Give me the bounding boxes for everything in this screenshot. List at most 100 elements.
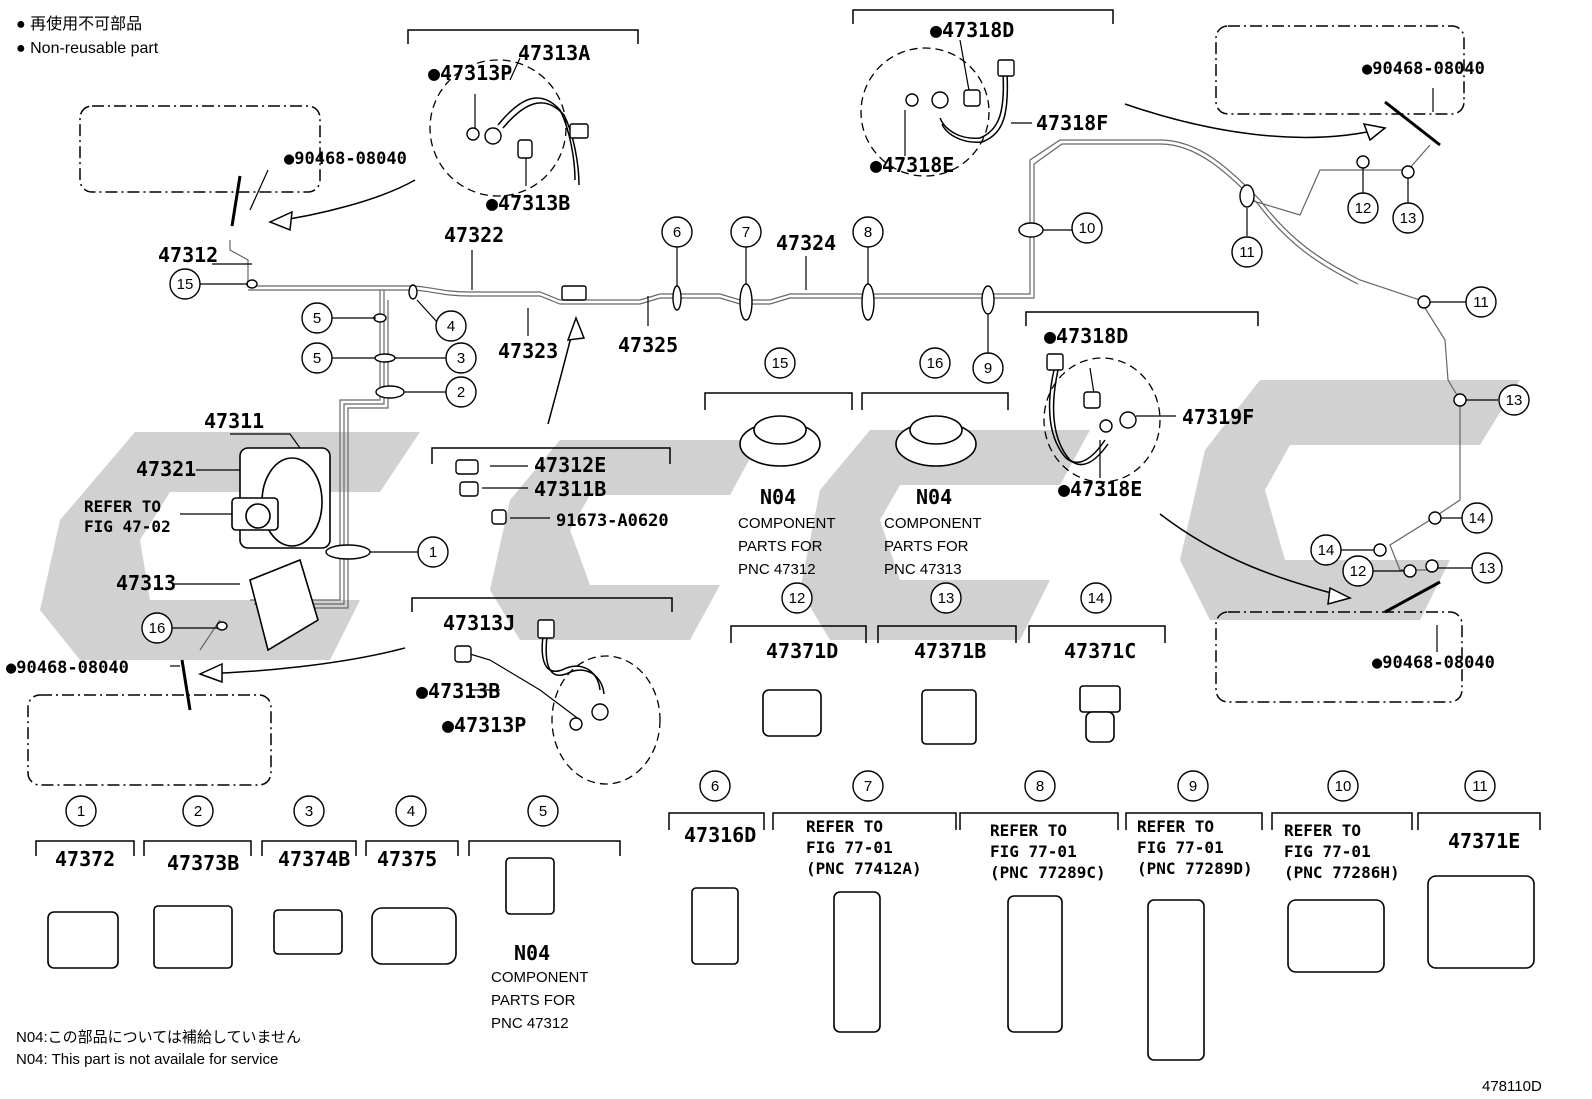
label-90468-topright: ●90468-08040 [1362,59,1485,79]
footer-note-en: N04: This part is not availale for servi… [16,1051,278,1068]
callout-7: 7 [742,224,750,241]
label-47313B-bottom: ●47313B [416,679,500,703]
callout-15: 15 [177,276,194,293]
label-47371B: 47371B [914,639,986,663]
callout-2: 2 [194,803,202,820]
n04-component-47312: COMPONENT [738,515,836,532]
refer-8-line1: REFER TO [990,821,1067,840]
callout-11: 11 [1239,244,1255,261]
label-47318D-top: ●47318D [930,18,1014,42]
leader-lines [170,39,1498,721]
refer-10-line2: FIG 77-01 [1284,842,1371,861]
label-47319F: 47319F [1182,405,1254,429]
legend-en: ● Non-reusable part [16,40,159,57]
n04-partsfor-47313: PARTS FOR [884,538,969,555]
callout-12: 12 [1350,563,1367,580]
label-47313B-top: ●47313B [486,191,570,215]
label-47318F: 47318F [1036,111,1108,135]
label-47313P-bottom: ●47313P [442,713,526,737]
callout-11: 11 [1473,294,1489,311]
refer-7-line2: FIG 77-01 [806,838,893,857]
label-47312E: 47312E [534,453,606,477]
n04-notes: N04 COMPONENT PARTS FOR PNC 47312 N04 CO… [491,485,982,1032]
callout-14: 14 [1318,542,1335,559]
label-47313P-top: ●47313P [428,61,512,85]
line-clip-markers [216,184,1255,631]
callout-16: 16 [927,355,944,372]
label-47322: 47322 [444,223,504,247]
label-47325: 47325 [618,333,678,357]
refer-9-line1: REFER TO [1137,817,1214,836]
callout-8: 8 [1036,778,1044,795]
legend-jp: ● 再使用不可部品 [16,15,142,33]
n04-code-clip5: N04 [514,941,550,965]
callout-4: 4 [407,803,415,820]
label-47375: 47375 [377,847,437,871]
n04-component-clip5: COMPONENT [491,969,589,986]
label-47374B: 47374B [278,847,350,871]
label-47371D: 47371D [766,639,838,663]
part-labels: 47313A ●47313P ●47313B ●90468-08040 4731… [6,18,1520,875]
label-47311: 47311 [204,409,264,433]
callout-7: 7 [864,778,872,795]
callouts: 1 2 3 4 5 5 6 7 8 9 10 11 11 13 14 14 12… [65,192,1530,827]
callout-11: 11 [1472,778,1488,795]
callout-13: 13 [1479,560,1496,577]
line-node-markers [1356,155,1467,578]
callout-12: 12 [1355,200,1372,217]
label-47371C: 47371C [1064,639,1136,663]
callout-14: 14 [1469,510,1486,527]
label-47313: 47313 [116,571,176,595]
n04-code-47312: N04 [760,485,796,509]
vehicle-outline-boxes [27,25,1465,786]
refer-8-line2: FIG 77-01 [990,842,1077,861]
callout-3: 3 [305,803,313,820]
callout-4: 4 [447,318,455,335]
refer-7-line3: (PNC 77412A) [806,859,922,878]
callout-14: 14 [1088,590,1105,607]
n04-partsfor-clip5: PARTS FOR [491,992,576,1009]
callout-3: 3 [457,350,465,367]
figure-id: 478110D [1482,1078,1542,1095]
clip-parts [47,685,1535,1061]
callout-9: 9 [1189,778,1197,795]
callout-1: 1 [77,803,85,820]
refer-9-line2: FIG 77-01 [1137,838,1224,857]
refer-fig4702-line1: REFER TO [84,497,161,516]
callout-1: 1 [429,544,437,561]
label-47321: 47321 [136,457,196,481]
label-90468-bottomright: ●90468-08040 [1372,653,1495,673]
callout-10: 10 [1335,778,1352,795]
grommets [739,415,977,467]
callout-13: 13 [1506,392,1523,409]
n04-code-47313: N04 [916,485,952,509]
n04-pnc-47313: PNC 47313 [884,561,962,578]
n04-partsfor-47312: PARTS FOR [738,538,823,555]
callout-13: 13 [1400,210,1417,227]
refer-fig4702-line2: FIG 47-02 [84,517,171,536]
label-47324: 47324 [776,231,836,255]
arrow-heads [198,123,1387,684]
n04-component-47313: COMPONENT [884,515,982,532]
label-47318D-mid: ●47318D [1044,324,1128,348]
n04-pnc-47312: PNC 47312 [738,561,816,578]
label-91673-A0620: 91673-A0620 [556,511,669,531]
callout-16: 16 [149,620,166,637]
label-47311B: 47311B [534,477,606,501]
refer-10-line3: (PNC 77286H) [1284,863,1400,882]
refer-7-line1: REFER TO [806,817,883,836]
callout-12: 12 [789,590,806,607]
footer-note-jp: N04:この部品については補給していません [16,1029,301,1046]
label-47318E-top: ●47318E [870,153,954,177]
refer-labels: REFER TO FIG 47-02 REFER TO FIG 77-01 (P… [84,497,1400,882]
refer-9-line3: (PNC 77289D) [1137,859,1253,878]
detail-circles [429,47,1161,785]
callout-9: 9 [984,360,992,377]
callout-5: 5 [539,803,547,820]
callout-15: 15 [772,355,789,372]
refer-10-line1: REFER TO [1284,821,1361,840]
refer-8-line3: (PNC 77289C) [990,863,1106,882]
callout-6: 6 [673,224,681,241]
callout-2: 2 [457,384,465,401]
callout-6: 6 [711,778,719,795]
